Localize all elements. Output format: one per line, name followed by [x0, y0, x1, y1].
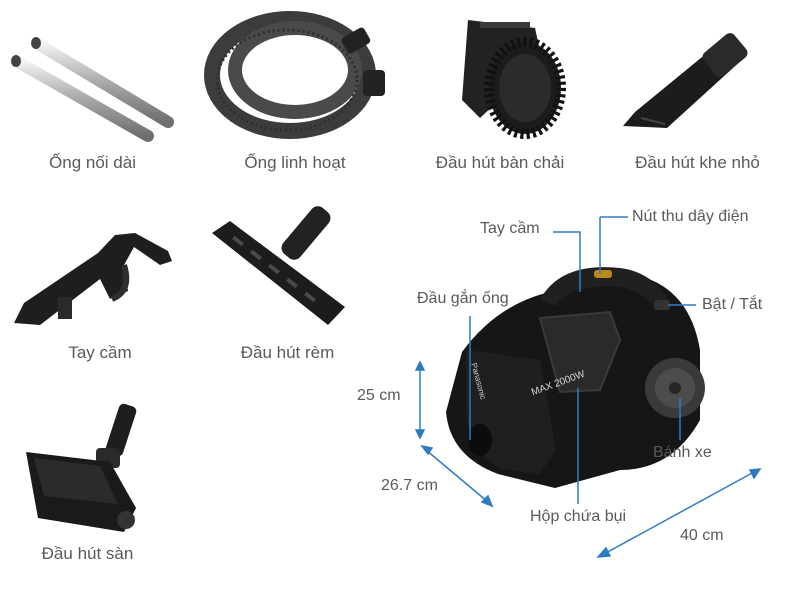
vacuum-power-text: MAX 2000W: [530, 368, 587, 399]
callout-label-wheel: Bánh xe: [653, 444, 712, 461]
dimension-label-height: 25 cm: [357, 387, 401, 404]
flexible-hose-image: [204, 11, 385, 139]
floor-nozzle-item: Đầu hút sàn: [0, 400, 190, 570]
callout-label-dust-box: Hộp chứa bụi: [530, 508, 627, 525]
vacuum-top-handle: [540, 267, 668, 306]
extension-tube-image: [11, 37, 174, 142]
brush-nozzle-item: Đầu hút bàn chải: [410, 0, 590, 185]
dimension-label-depth: 26.7 cm: [381, 477, 438, 494]
callout-label-hose-port: Đầu gắn ống: [417, 290, 509, 307]
flexible-hose-caption: Ống linh hoạt: [244, 153, 346, 172]
curtain-nozzle-caption: Đầu hút rèm: [240, 343, 335, 362]
extension-tube-item: Ống nối dài: [0, 0, 190, 185]
vacuum-hose-port: [468, 424, 492, 456]
crevice-nozzle-caption: Đầu hút khe nhỏ: [635, 153, 760, 172]
handle-caption: Tay cầm: [68, 343, 132, 362]
brush-nozzle-caption: Đầu hút bàn chải: [435, 153, 565, 172]
extension-tube-caption: Ống nối dài: [49, 153, 136, 172]
floor-nozzle-image: [26, 403, 137, 532]
vacuum-brand-text: Panasonic: [469, 362, 488, 401]
curtain-nozzle-item: Đầu hút rèm: [200, 195, 380, 370]
callout-label-handle: Tay cầm: [480, 220, 540, 237]
callout-label-cord-button: Nút thu dây điện: [632, 208, 749, 225]
vacuum-wheel: [645, 358, 705, 418]
dimension-arrow-width: [603, 471, 755, 555]
flexible-hose-item: Ống linh hoạt: [195, 0, 395, 185]
handle-image: [14, 233, 172, 325]
crevice-nozzle-image: [623, 33, 748, 128]
crevice-nozzle-item: Đầu hút khe nhỏ: [605, 0, 800, 185]
callout-label-power-switch: Bật / Tắt: [702, 296, 763, 313]
floor-nozzle-caption: Đầu hút sàn: [41, 544, 134, 563]
handle-item: Tay cầm: [0, 195, 195, 370]
vacuum-power-switch: [654, 300, 670, 310]
brush-nozzle-image: [462, 20, 566, 139]
curtain-nozzle-image: [212, 206, 345, 325]
dimension-label-width: 40 cm: [680, 527, 724, 544]
vacuum-cord-button: [594, 270, 612, 278]
callout-line-handle: [553, 231, 581, 292]
